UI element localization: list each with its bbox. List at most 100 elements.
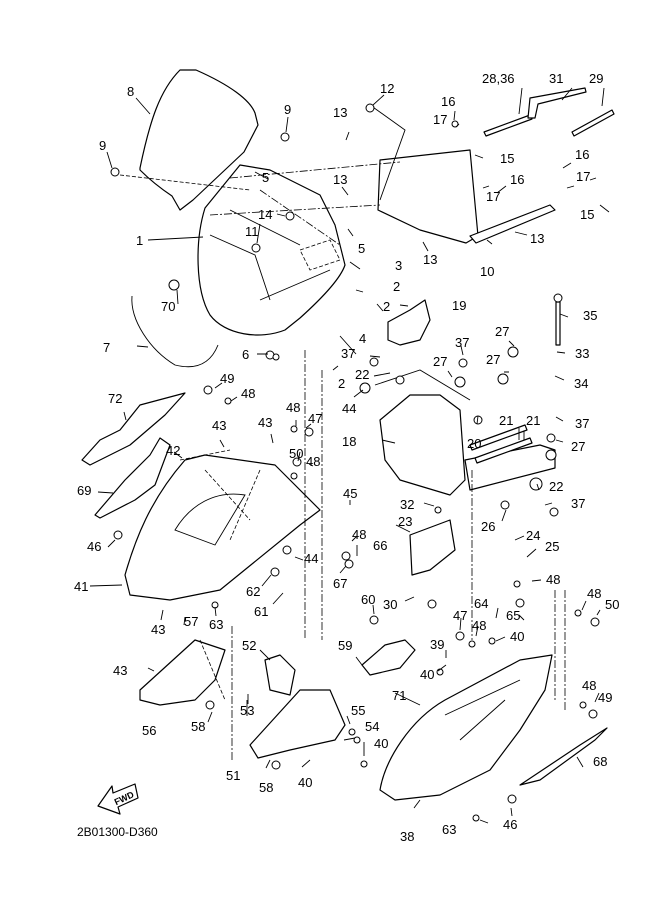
callout-59: 59 bbox=[338, 638, 352, 653]
callout-13: 13 bbox=[333, 172, 347, 187]
callout-25: 25 bbox=[545, 539, 559, 554]
callout-6: 6 bbox=[242, 347, 249, 362]
callout-66: 66 bbox=[373, 538, 387, 553]
callout-49: 49 bbox=[598, 690, 612, 705]
side-cowl-right-part bbox=[379, 654, 553, 801]
callout-63: 63 bbox=[209, 617, 223, 632]
callout-55: 55 bbox=[351, 703, 365, 718]
callout-44: 44 bbox=[342, 401, 356, 416]
callout-58: 58 bbox=[191, 719, 205, 734]
callout-65: 65 bbox=[506, 608, 520, 623]
callout-47: 47 bbox=[453, 608, 467, 623]
callout-21: 21 bbox=[499, 413, 513, 428]
callout-2: 2 bbox=[393, 279, 400, 294]
callout-21: 21 bbox=[526, 413, 540, 428]
callout-27: 27 bbox=[486, 352, 500, 367]
callout-23: 23 bbox=[398, 514, 412, 529]
callout-14: 14 bbox=[258, 207, 272, 222]
callout-45: 45 bbox=[343, 486, 357, 501]
bracket-23-part bbox=[409, 519, 456, 576]
callout-39: 39 bbox=[430, 637, 444, 652]
callout-43: 43 bbox=[258, 415, 272, 430]
callout-24: 24 bbox=[526, 528, 540, 543]
callout-70: 70 bbox=[161, 299, 175, 314]
panel-69-part bbox=[94, 437, 171, 519]
callout-12: 12 bbox=[380, 81, 394, 96]
callout-48: 48 bbox=[472, 618, 486, 633]
callout-35: 35 bbox=[583, 308, 597, 323]
callout-32: 32 bbox=[400, 497, 414, 512]
callout-46: 46 bbox=[503, 817, 517, 832]
cover-51-part bbox=[249, 654, 346, 759]
callout-22: 22 bbox=[355, 367, 369, 382]
callout-38: 38 bbox=[400, 829, 414, 844]
callout-64: 64 bbox=[474, 596, 488, 611]
callout-53: 53 bbox=[240, 703, 254, 718]
inner-panel-part bbox=[369, 104, 556, 244]
callout-37: 37 bbox=[341, 346, 355, 361]
callout-63: 63 bbox=[442, 822, 456, 837]
callout-50: 50 bbox=[289, 446, 303, 461]
callout-18: 18 bbox=[342, 434, 356, 449]
callout-48: 48 bbox=[241, 386, 255, 401]
callout-17: 17 bbox=[576, 169, 590, 184]
callout-43: 43 bbox=[212, 418, 226, 433]
callout-17: 17 bbox=[433, 112, 447, 127]
callout-26: 26 bbox=[481, 519, 495, 534]
callout-1: 1 bbox=[136, 233, 143, 248]
callout-2: 2 bbox=[383, 299, 390, 314]
windscreen-part bbox=[139, 69, 259, 211]
diagram-code: 2B01300-D360 bbox=[77, 825, 158, 839]
callout-11: 11 bbox=[245, 224, 259, 239]
callout-17: 17 bbox=[486, 189, 500, 204]
side-cowl-left-part bbox=[124, 454, 321, 601]
callout-48: 48 bbox=[286, 400, 300, 415]
callout-28-36: 28,36 bbox=[482, 71, 515, 86]
callout-69: 69 bbox=[77, 483, 91, 498]
callout-44: 44 bbox=[304, 551, 318, 566]
cable-ties bbox=[483, 87, 615, 137]
callout-51: 51 bbox=[226, 768, 240, 783]
callout-40: 40 bbox=[298, 775, 312, 790]
callout-20: 20 bbox=[467, 436, 481, 451]
callout-54: 54 bbox=[365, 719, 379, 734]
callout-27: 27 bbox=[433, 354, 447, 369]
callout-49: 49 bbox=[220, 371, 234, 386]
callout-29: 29 bbox=[589, 71, 603, 86]
callout-67: 67 bbox=[333, 576, 347, 591]
callout-48: 48 bbox=[352, 527, 366, 542]
callout-31: 31 bbox=[549, 71, 563, 86]
callout-48: 48 bbox=[582, 678, 596, 693]
bracket-19-part bbox=[387, 299, 431, 346]
callout-62: 62 bbox=[246, 584, 260, 599]
callout-48: 48 bbox=[546, 572, 560, 587]
callout-34: 34 bbox=[574, 376, 588, 391]
callout-37: 37 bbox=[575, 416, 589, 431]
hardware-small bbox=[110, 103, 600, 822]
callout-27: 27 bbox=[571, 439, 585, 454]
callout-15: 15 bbox=[580, 207, 594, 222]
callout-33: 33 bbox=[575, 346, 589, 361]
callout-47: 47 bbox=[308, 411, 322, 426]
callout-46: 46 bbox=[87, 539, 101, 554]
front-cowling-part bbox=[197, 164, 346, 336]
callout-48: 48 bbox=[587, 586, 601, 601]
callout-43: 43 bbox=[113, 663, 127, 678]
callout-71: 71 bbox=[392, 688, 406, 703]
callout-16: 16 bbox=[510, 172, 524, 187]
bracket-59-part bbox=[361, 639, 416, 676]
callout-57: 57 bbox=[184, 614, 198, 629]
callout-41: 41 bbox=[74, 579, 88, 594]
callout-37: 37 bbox=[455, 335, 469, 350]
callout-50: 50 bbox=[605, 597, 619, 612]
callout-37: 37 bbox=[571, 496, 585, 511]
callout-16: 16 bbox=[575, 147, 589, 162]
callout-8: 8 bbox=[127, 84, 134, 99]
callout-58: 58 bbox=[259, 780, 273, 795]
forward-arrow-icon: FWD bbox=[97, 783, 139, 815]
callout-22: 22 bbox=[549, 479, 563, 494]
callout-5: 5 bbox=[262, 170, 269, 185]
callout-4: 4 bbox=[359, 331, 366, 346]
